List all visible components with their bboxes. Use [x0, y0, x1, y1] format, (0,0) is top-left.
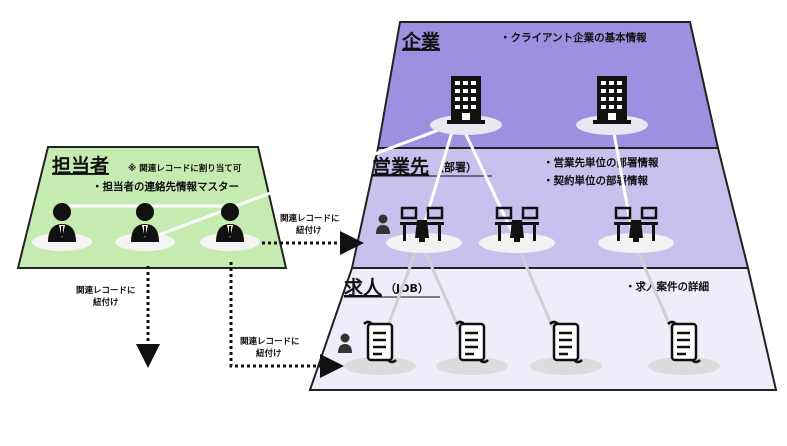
contact-panel-note-1: ※ 関連レコードに割り当て可 — [128, 163, 242, 174]
connector-contact-to-company — [144, 120, 461, 242]
tier-department-note-2: ・契約単位の部署情報 — [543, 174, 648, 187]
tier-department-title: 営業先 — [372, 155, 429, 178]
link-label-to-dept-2: 紐付け — [296, 225, 322, 236]
contact-panel-note-2: ・担当者の連絡先情報マスター — [92, 180, 239, 193]
pedestal-job-2 — [436, 357, 508, 375]
connector-company-dept-1 — [418, 121, 457, 239]
document-scroll-icon — [455, 320, 489, 364]
person-icon — [216, 203, 244, 242]
person-icon — [338, 333, 352, 353]
tier-company-title: 企業 — [401, 30, 441, 53]
document-scroll-icon — [667, 320, 701, 364]
tier-job-note: ・求人案件の詳細 — [625, 280, 709, 293]
link-label-to-job-2: 紐付け — [256, 348, 282, 359]
building-icon — [447, 76, 485, 124]
link-label-down-1: 関連レコードに — [76, 285, 136, 296]
pedestal-job-4 — [648, 357, 720, 375]
link-label-to-job-1: 関連レコードに — [240, 336, 300, 347]
tier-department-note-1: ・営業先単位の部署情報 — [543, 156, 659, 169]
tier-company-note: ・クライアント企業の基本情報 — [500, 31, 647, 44]
document-scroll-icon — [363, 320, 397, 364]
building-icon — [593, 76, 631, 124]
person-icon — [131, 203, 159, 242]
pedestal-job-3 — [530, 357, 602, 375]
link-label-down-2: 紐付け — [93, 297, 119, 308]
arrow-contact-to-job — [229, 262, 344, 378]
desk-icon — [614, 206, 658, 242]
person-icon — [376, 214, 390, 234]
document-scroll-icon — [549, 320, 583, 364]
tier-job-sub: （JOB） — [385, 282, 429, 295]
person-icon — [48, 203, 76, 242]
dotted-arrows — [136, 231, 364, 378]
link-label-to-dept-1: 関連レコードに — [280, 213, 340, 224]
tier-job-title: 求人 — [344, 276, 383, 299]
pedestal-job-1 — [344, 357, 416, 375]
desk-icon — [495, 206, 539, 242]
contact-panel-title: 担当者 — [52, 154, 109, 177]
desk-icon — [400, 206, 444, 242]
